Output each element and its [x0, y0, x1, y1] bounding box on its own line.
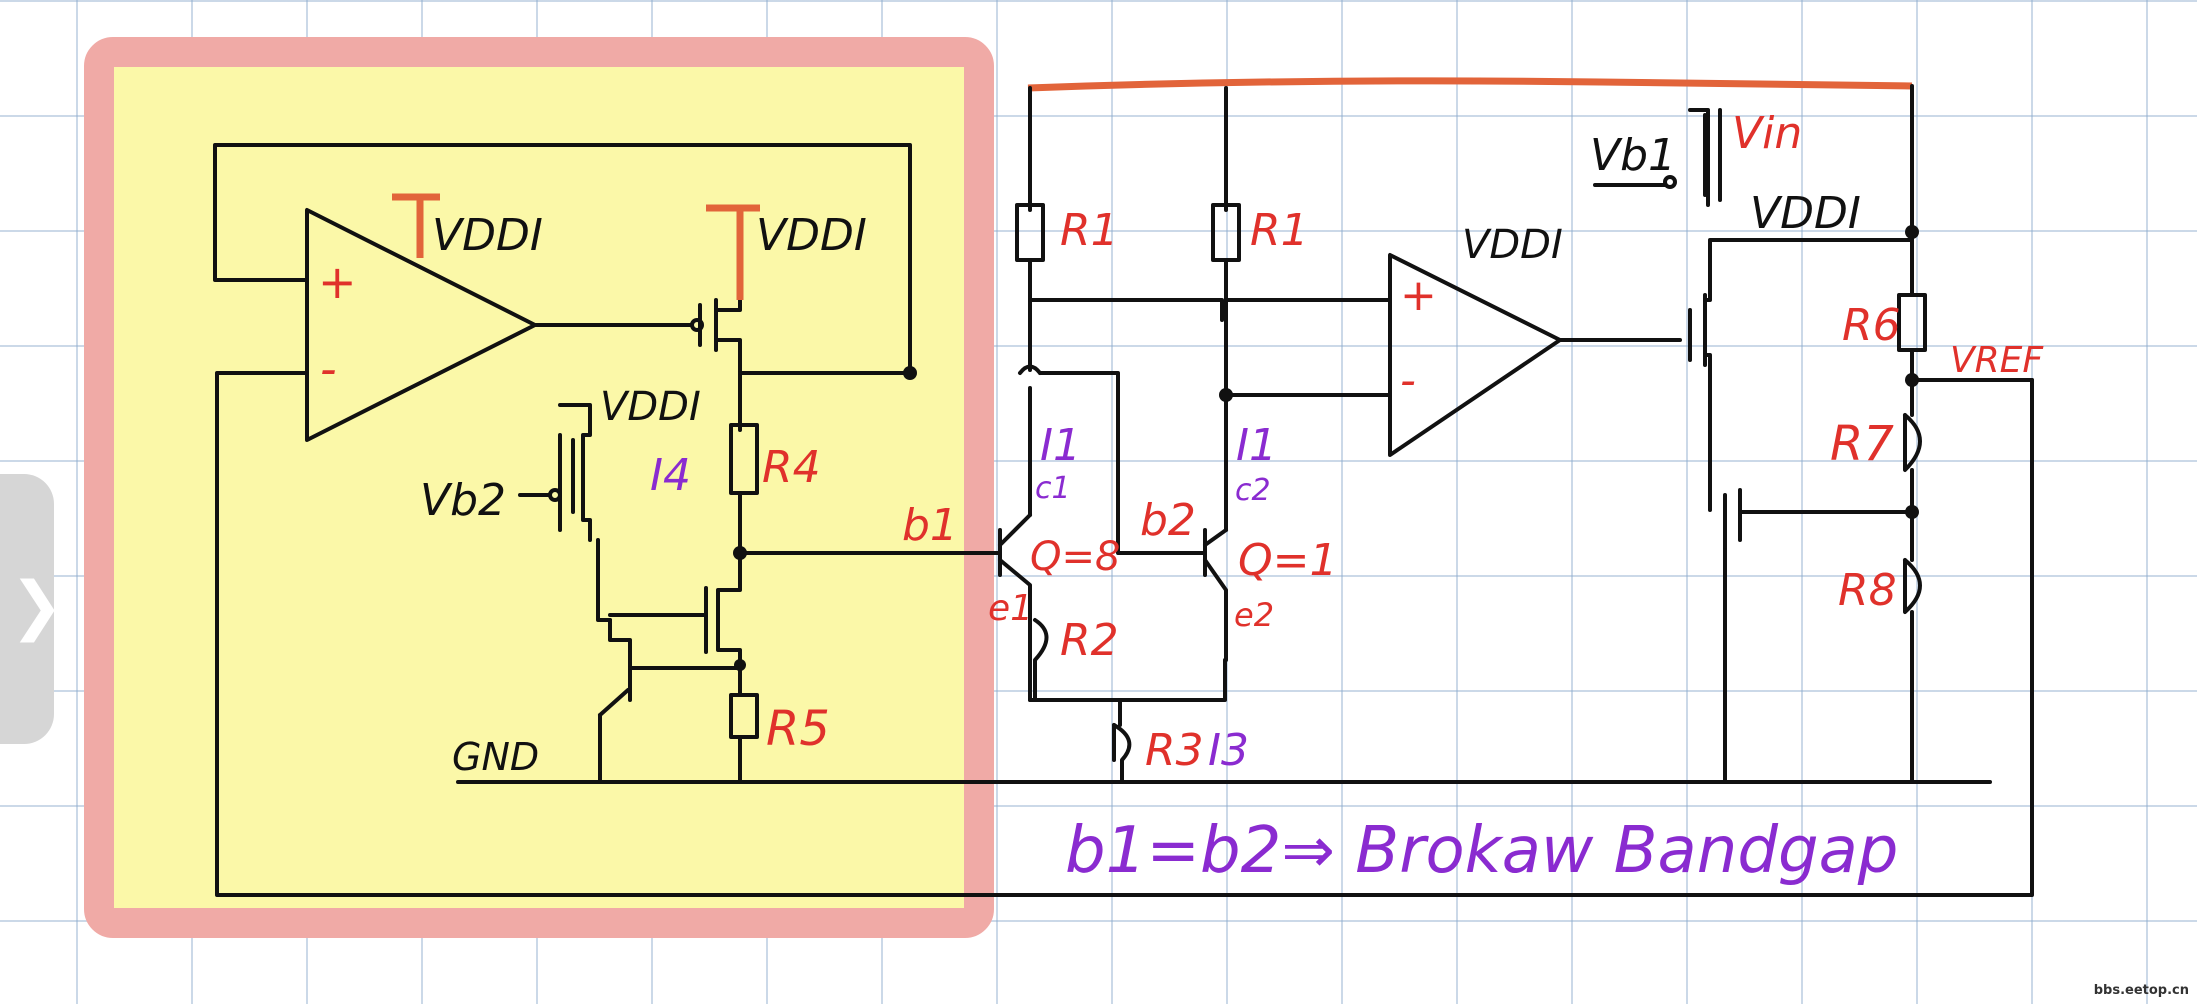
node-b2: b2 [1140, 495, 1196, 546]
right-block-wires [1388, 84, 2034, 784]
res-r8: R8 [1838, 565, 1897, 616]
opamp1-minus: - [320, 342, 337, 396]
bias-vb1: Vb1 [1590, 130, 1676, 181]
opamp2-supply: VDDI [1462, 222, 1563, 268]
supply-label-1: VDDI [432, 210, 543, 261]
opamp1-plus: + [318, 255, 357, 309]
current-i1-right: I1 [1236, 420, 1277, 471]
bias-vb2: Vb2 [420, 475, 506, 526]
supply-label-3: VDDI [600, 384, 701, 430]
core-wires [998, 86, 1392, 784]
opamp2-minus: - [1400, 355, 1416, 406]
res-r2: R2 [1060, 615, 1119, 666]
res-r5: R5 [766, 701, 830, 757]
res-r3: R3 [1145, 725, 1204, 776]
ratio-q8: Q=8 [1030, 534, 1120, 580]
highlight-region [84, 37, 994, 938]
res-r1-right: R1 [1250, 205, 1309, 256]
node-c1: c1 [1035, 471, 1071, 506]
res-r7: R7 [1830, 416, 1894, 472]
supply-tee-2 [706, 204, 760, 300]
current-i4: I4 [650, 450, 691, 501]
node-e1: e1 [988, 588, 1033, 629]
chevron-right-icon[interactable]: ❯ [10, 569, 64, 643]
watermark: bbs.eetop.cn [2093, 983, 2189, 998]
gnd-label: GND [452, 735, 539, 779]
node-c2: c2 [1235, 473, 1271, 508]
brokaw-note: b1=b2⇒ Brokaw Bandgap [1065, 814, 1898, 888]
supply-tee-1 [392, 193, 440, 258]
node-b1: b1 [902, 500, 958, 551]
res-r4: R4 [762, 442, 821, 493]
supply-vddi-right: VDDI [1750, 188, 1861, 239]
supply-rail [1027, 77, 1913, 92]
supply-vin: Vin [1732, 108, 1802, 159]
side-drawer-tab[interactable]: ❯ [0, 474, 64, 744]
opamp2-plus: + [1400, 270, 1437, 321]
output-vref: VREF [1950, 340, 2044, 381]
ratio-q1: Q=1 [1238, 535, 1338, 586]
current-i1-left: I1 [1040, 420, 1081, 471]
current-i3: I3 [1208, 725, 1249, 776]
left-block-wires [213, 143, 2034, 897]
supply-label-2: VDDI [756, 210, 867, 261]
res-r1-left: R1 [1060, 205, 1119, 256]
node-e2: e2 [1234, 596, 1274, 634]
res-r6: R6 [1842, 300, 1901, 351]
